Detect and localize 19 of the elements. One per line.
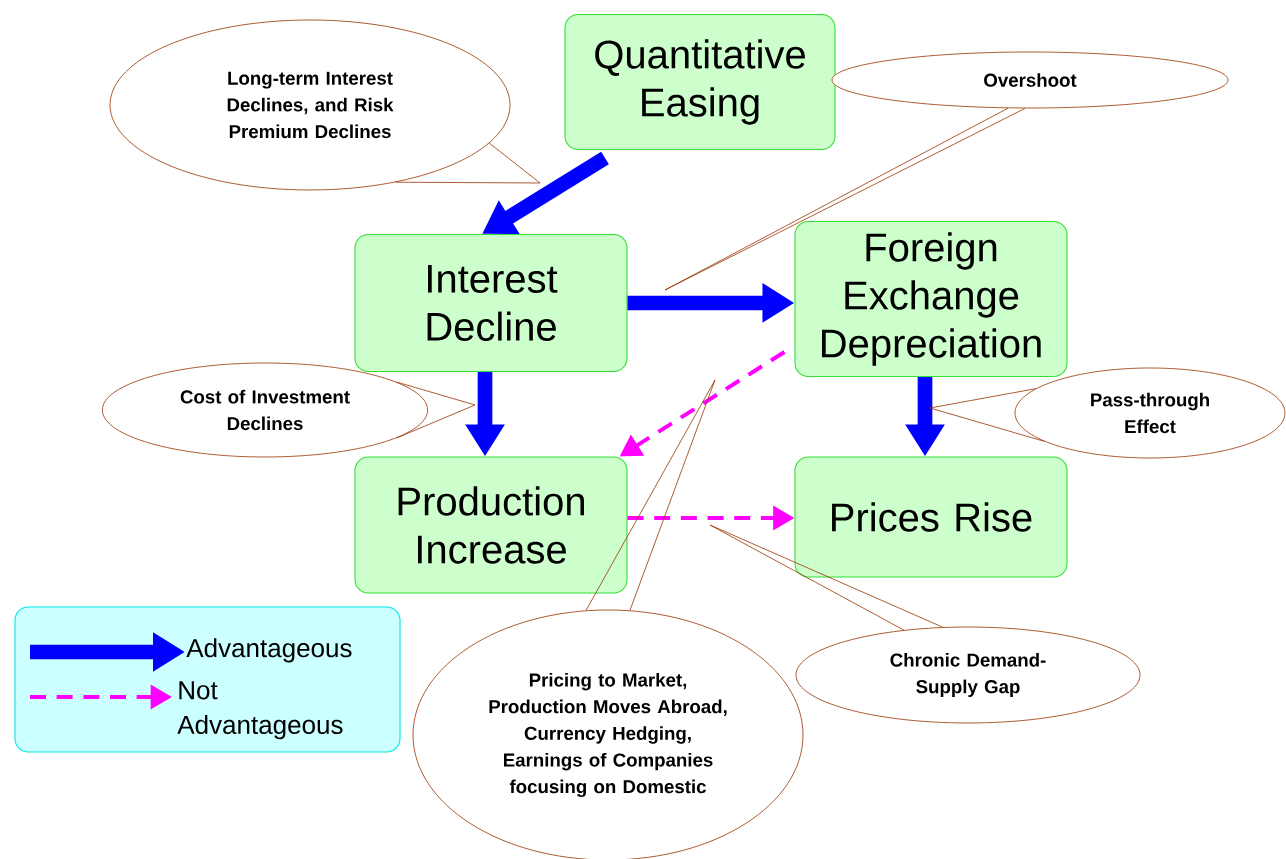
callout-tail [396, 381, 476, 439]
callout-tail [585, 379, 716, 611]
legend-label: Advantageous [186, 638, 352, 663]
callout-bubble: Pricing to Market, Production Moves Abroad, Currency Hedging, Earnings of Companies focusing on Domestic [412, 609, 804, 859]
callout-bubble: Overshoot [831, 51, 1229, 109]
process-box: Foreign Exchange Depreciation [794, 220, 1068, 378]
callout-bubble: Long-term Interest Declines, and Risk Premium Declines [109, 19, 511, 191]
callout-tail [395, 142, 541, 184]
legend-label: Not Advantageous [177, 681, 343, 740]
callout-tail [664, 107, 1026, 291]
callout-bubble: Chronic Demand-Supply Gap [795, 626, 1141, 724]
callout-bubble: Pass-through Effect [1014, 367, 1286, 459]
process-box: Production Increase [354, 456, 628, 594]
callout-tail [929, 388, 1045, 442]
process-box: Prices Rise [794, 456, 1068, 578]
process-box: Quantitative Easing [564, 13, 836, 151]
callout-bubble: Cost of Investment Declines [101, 362, 429, 458]
callout-tail [709, 524, 943, 631]
process-box: Interest Decline [354, 233, 628, 373]
